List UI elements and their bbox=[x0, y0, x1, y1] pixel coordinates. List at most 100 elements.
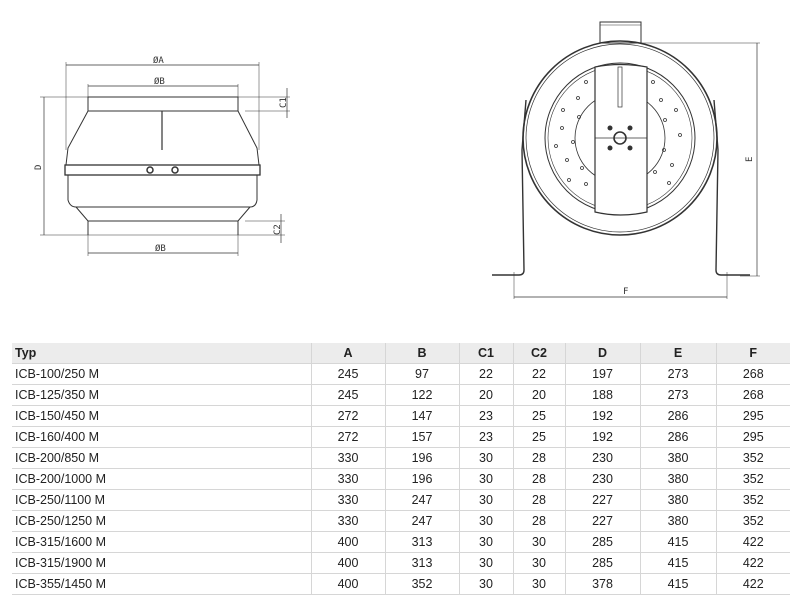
model-name-cell: ICB-200/1000 M bbox=[12, 468, 312, 490]
dimension-cell-e: 286 bbox=[640, 405, 717, 427]
dimension-cell-f: 422 bbox=[716, 573, 790, 595]
dimension-cell-b: 247 bbox=[385, 510, 460, 532]
dimension-cell-b: 313 bbox=[385, 531, 460, 553]
dimension-cell-e: 415 bbox=[640, 531, 717, 553]
dimension-cell-d: 285 bbox=[565, 552, 641, 574]
column-header-typ: Typ bbox=[12, 343, 312, 364]
model-name-cell: ICB-200/850 M bbox=[12, 447, 312, 469]
model-name-cell: ICB-250/1100 M bbox=[12, 489, 312, 511]
dimension-cell-a: 245 bbox=[311, 363, 386, 385]
dimension-cell-d: 192 bbox=[565, 426, 641, 448]
dimension-cell-a: 330 bbox=[311, 468, 386, 490]
dimension-cell-c2: 28 bbox=[513, 510, 566, 532]
dimension-cell-b: 247 bbox=[385, 489, 460, 511]
column-header-b: B bbox=[385, 343, 460, 364]
dim-label-c1: C1 bbox=[279, 97, 289, 108]
dimension-cell-c1: 30 bbox=[459, 468, 514, 490]
dimension-cell-c2: 28 bbox=[513, 468, 566, 490]
model-name-cell: ICB-150/450 M bbox=[12, 405, 312, 427]
model-name-cell: ICB-160/400 M bbox=[12, 426, 312, 448]
dim-label-b-bottom: ØB bbox=[155, 243, 166, 254]
dimension-cell-e: 380 bbox=[640, 447, 717, 469]
column-header-e: E bbox=[640, 343, 717, 364]
dimension-cell-f: 352 bbox=[716, 447, 790, 469]
dimension-cell-c1: 23 bbox=[459, 426, 514, 448]
dimension-cell-a: 400 bbox=[311, 531, 386, 553]
dimension-cell-b: 352 bbox=[385, 573, 460, 595]
dimension-cell-a: 245 bbox=[311, 384, 386, 406]
dimension-cell-e: 380 bbox=[640, 468, 717, 490]
dimension-cell-a: 272 bbox=[311, 405, 386, 427]
dimension-cell-a: 400 bbox=[311, 573, 386, 595]
model-name-cell: ICB-100/250 M bbox=[12, 363, 312, 385]
dimension-cell-d: 227 bbox=[565, 510, 641, 532]
dimension-cell-d: 230 bbox=[565, 447, 641, 469]
dimension-cell-c2: 30 bbox=[513, 573, 566, 595]
dimension-cell-c1: 30 bbox=[459, 447, 514, 469]
dim-label-f: F bbox=[623, 287, 628, 297]
dimension-cell-e: 380 bbox=[640, 489, 717, 511]
technical-drawing: ØA ØB ØB C1 C2 D bbox=[34, 21, 760, 299]
dim-label-a: ØA bbox=[153, 55, 164, 66]
dimension-cell-b: 157 bbox=[385, 426, 460, 448]
dimension-cell-d: 188 bbox=[565, 384, 641, 406]
dim-label-c2: C2 bbox=[273, 224, 283, 235]
dimension-cell-e: 273 bbox=[640, 384, 717, 406]
column-header-f: F bbox=[716, 343, 790, 364]
dimension-cell-c1: 30 bbox=[459, 510, 514, 532]
dimension-cell-b: 147 bbox=[385, 405, 460, 427]
dimension-cell-c1: 30 bbox=[459, 489, 514, 511]
dimension-cell-f: 352 bbox=[716, 468, 790, 490]
dimension-cell-c1: 30 bbox=[459, 552, 514, 574]
dimension-cell-a: 400 bbox=[311, 552, 386, 574]
dimension-cell-f: 295 bbox=[716, 405, 790, 427]
dimension-cell-c1: 23 bbox=[459, 405, 514, 427]
dimension-cell-d: 285 bbox=[565, 531, 641, 553]
front-view bbox=[492, 21, 760, 299]
dimension-cell-a: 330 bbox=[311, 510, 386, 532]
dimension-cell-c2: 25 bbox=[513, 405, 566, 427]
dimension-cell-e: 415 bbox=[640, 573, 717, 595]
dimension-cell-f: 422 bbox=[716, 531, 790, 553]
dimension-cell-d: 227 bbox=[565, 489, 641, 511]
dimension-cell-d: 230 bbox=[565, 468, 641, 490]
dimension-cell-c2: 25 bbox=[513, 426, 566, 448]
side-view bbox=[40, 62, 290, 256]
dimension-cell-a: 330 bbox=[311, 447, 386, 469]
dimension-cell-c2: 20 bbox=[513, 384, 566, 406]
column-header-c2: C2 bbox=[513, 343, 566, 364]
dimension-cell-c1: 22 bbox=[459, 363, 514, 385]
dimension-cell-b: 196 bbox=[385, 468, 460, 490]
dimension-cell-f: 422 bbox=[716, 552, 790, 574]
dimension-cell-b: 313 bbox=[385, 552, 460, 574]
model-name-cell: ICB-315/1600 M bbox=[12, 531, 312, 553]
column-header-d: D bbox=[565, 343, 641, 364]
dimension-cell-d: 378 bbox=[565, 573, 641, 595]
dimension-cell-b: 122 bbox=[385, 384, 460, 406]
column-header-a: A bbox=[311, 343, 386, 364]
dim-label-b-top: ØB bbox=[154, 76, 165, 87]
dimension-cell-c2: 30 bbox=[513, 552, 566, 574]
dimension-cell-b: 196 bbox=[385, 447, 460, 469]
dimension-cell-e: 380 bbox=[640, 510, 717, 532]
dimension-cell-c2: 28 bbox=[513, 447, 566, 469]
dimension-cell-e: 273 bbox=[640, 363, 717, 385]
dimension-cell-e: 415 bbox=[640, 552, 717, 574]
dimension-cell-d: 192 bbox=[565, 405, 641, 427]
dimension-cell-a: 330 bbox=[311, 489, 386, 511]
dimension-cell-c2: 22 bbox=[513, 363, 566, 385]
dimension-cell-a: 272 bbox=[311, 426, 386, 448]
dimension-cell-f: 352 bbox=[716, 489, 790, 511]
dimension-cell-c1: 20 bbox=[459, 384, 514, 406]
